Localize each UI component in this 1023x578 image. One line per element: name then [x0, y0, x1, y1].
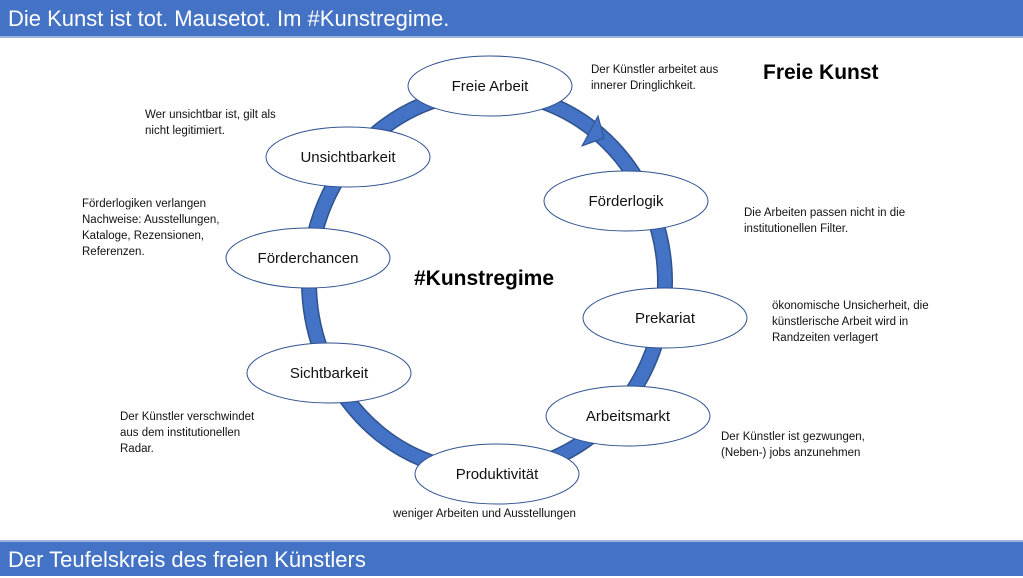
node-sichtbarkeit: Sichtbarkeit — [289, 364, 369, 382]
node-shapes — [225, 55, 748, 505]
node-unsichtbarkeit: Unsichtbarkeit — [300, 148, 396, 166]
node-produktivitaet: Produktivität — [455, 465, 539, 483]
slide-footer: Der Teufelskreis des freien Künstlers — [8, 547, 366, 572]
node-prekariat: Prekariat — [634, 309, 696, 327]
slide-title-bar: Die Kunst ist tot. Mausetot. Im #Kunstre… — [0, 0, 1023, 38]
note-produktivitaet: weniger Arbeiten und Ausstellungen — [393, 508, 576, 520]
corner-label: Freie Kunst — [763, 61, 879, 84]
slide-title: Die Kunst ist tot. Mausetot. Im #Kunstre… — [8, 6, 450, 31]
node-foerderchancen: Förderchancen — [257, 249, 359, 267]
arrowhead-icon — [580, 114, 605, 147]
node-freie-arbeit: Freie Arbeit — [451, 77, 529, 95]
slide-footer-bar: Der Teufelskreis des freien Künstlers — [0, 540, 1023, 576]
node-foerderlogik: Förderlogik — [588, 192, 664, 210]
center-label: #Kunstregime — [414, 267, 555, 290]
node-arbeitsmarkt: Arbeitsmarkt — [585, 407, 671, 425]
note-arbeitsmarkt: Der Künstler ist gezwungen,(Neben-) jobs… — [721, 431, 865, 459]
